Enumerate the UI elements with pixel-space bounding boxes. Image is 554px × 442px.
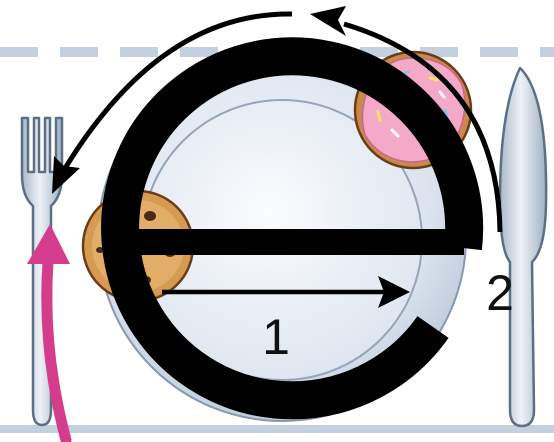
step-one-label: 1 (262, 309, 290, 365)
step-two-label: 2 (486, 265, 514, 321)
knife-icon (500, 68, 546, 426)
